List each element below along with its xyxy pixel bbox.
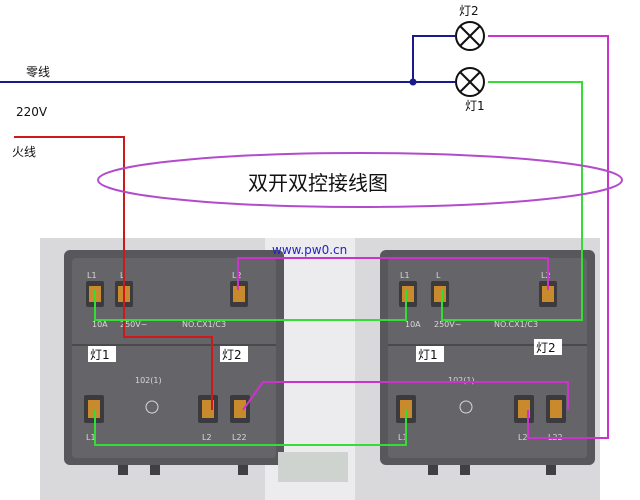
blurred-logo xyxy=(278,452,348,482)
switch-right-label-l2-bottom: L2 xyxy=(518,433,528,442)
switch-left-tag-lamp1-bg xyxy=(88,346,116,362)
switch-left-foot-1 xyxy=(118,465,128,475)
switch-right-cert-mark xyxy=(459,400,473,414)
label-voltage: 220V xyxy=(16,105,48,119)
switch-left-screw-l22-bottom xyxy=(234,400,246,418)
wire-live xyxy=(14,136,213,410)
label-lamp1: 灯1 xyxy=(465,99,485,113)
switch-left-label-l-top: L xyxy=(120,271,125,280)
switch-left-label-l1-top: L1 xyxy=(87,271,97,280)
switch-left-screw-l2-right xyxy=(233,286,245,302)
switch-right-label-l1-bottom: L1 xyxy=(398,433,408,442)
label-live: 火线 xyxy=(12,145,36,159)
switch-right-screw-l1-bottom xyxy=(400,400,412,418)
switch-left-tag-lamp2-bg xyxy=(220,346,248,362)
switch-right-label-l-top: L xyxy=(436,271,441,280)
switch-right-screw-l22-bottom xyxy=(550,400,562,418)
switch-left-screw-l1-bottom xyxy=(88,400,100,418)
lamp-1 xyxy=(455,67,485,97)
switch-right-screw-l-top xyxy=(434,286,446,302)
switch-left-voltage-mark: 250V~ xyxy=(120,320,147,329)
switch-left-cert-mark xyxy=(145,400,159,414)
switch-left-foot-2 xyxy=(150,465,160,475)
switch-left-tag-lamp2: 灯2 xyxy=(222,348,242,362)
label-neutral: 零线 xyxy=(26,65,50,79)
switch-right-tag-lamp2: 灯2 xyxy=(536,341,556,355)
wire-neutral-lamp2 xyxy=(412,35,455,82)
switch-right-foot-3 xyxy=(546,465,556,475)
lamp-2-cross-b xyxy=(459,25,481,47)
switch-left-label-l2-bottom: L2 xyxy=(202,433,212,442)
switch-left-label-l2-right: L2 xyxy=(232,271,242,280)
switch-right-code: 102(1) xyxy=(448,376,475,385)
switch-right: L1 L L2 L1 L2 L22 10A 250V~ NO.CX1/C3 10… xyxy=(380,250,595,475)
switch-left-code: 102(1) xyxy=(135,376,162,385)
switch-right-tag-lamp1: 灯1 xyxy=(418,348,438,362)
switch-right-model: NO.CX1/C3 xyxy=(494,320,538,329)
switch-right-rating: 10A xyxy=(405,320,421,329)
switch-right-screw-l1-top xyxy=(402,286,414,302)
wire-green-top-traveler xyxy=(94,290,407,321)
switch-right-foot-2 xyxy=(460,465,470,475)
lamp-2 xyxy=(455,21,485,51)
label-lamp2: 灯2 xyxy=(459,4,479,18)
lamp-1-cross-b xyxy=(459,71,481,93)
neutral-junction xyxy=(409,78,417,86)
switch-left: L1 L L2 L1 L2 L22 10A 250V~ NO.CX1/C3 10… xyxy=(64,250,284,475)
switch-left-label-l22-bottom: L22 xyxy=(232,433,247,442)
wire-magenta-top-traveler xyxy=(237,257,549,290)
switch-right-label-l2-right: L2 xyxy=(541,271,551,280)
switch-left-model: NO.CX1/C3 xyxy=(182,320,226,329)
title-ellipse xyxy=(97,152,623,208)
switch-left-foot-3 xyxy=(238,465,248,475)
switch-left-tag-lamp1: 灯1 xyxy=(90,348,110,362)
switch-right-voltage-mark: 250V~ xyxy=(434,320,461,329)
watermark: www.pw0.cn xyxy=(272,243,347,257)
switch-right-screw-l2-right xyxy=(542,286,554,302)
diagram-title: 双开双控接线图 xyxy=(248,171,388,195)
switch-left-rating: 10A xyxy=(92,320,108,329)
wire-magenta-bottom-traveler xyxy=(242,381,569,411)
switch-right-tag-lamp1-bg xyxy=(416,346,444,362)
switch-right-tag-lamp2-bg xyxy=(534,339,562,355)
switch-right-foot-1 xyxy=(428,465,438,475)
switch-right-label-l1-top: L1 xyxy=(400,271,410,280)
wire-magenta-lamp2 xyxy=(488,35,609,439)
wire-green-lamp1 xyxy=(441,81,583,321)
switch-right-face xyxy=(388,258,587,458)
switch-left-label-l1-bottom: L1 xyxy=(86,433,96,442)
wire-green-bottom-traveler xyxy=(94,410,407,446)
